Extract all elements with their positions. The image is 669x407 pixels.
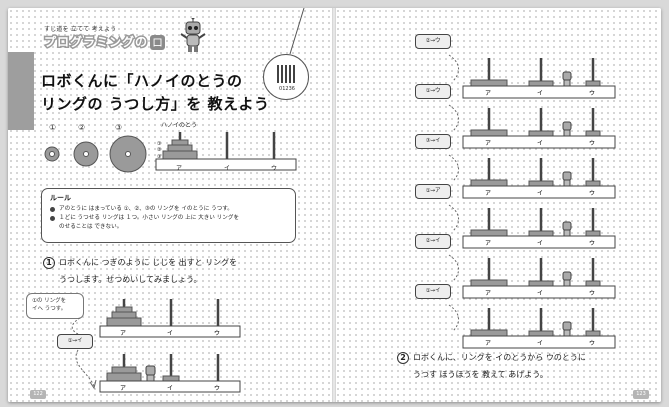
svg-text:ア: ア xyxy=(485,140,491,147)
svg-text:ア: ア xyxy=(120,385,126,392)
left-gray-bar xyxy=(8,52,34,130)
rules-heading: ルール xyxy=(50,194,71,202)
bubble-line1: ①の リングを xyxy=(32,298,67,304)
svg-text:ウ: ウ xyxy=(589,339,595,347)
question-2-line2: うつす ほうほうを 教えて あげよう。 xyxy=(413,370,548,379)
page-title: ロボくんに「ハノイのとうの リングの うつし方」を 教えよう xyxy=(41,70,269,116)
ring-label-2: ② xyxy=(78,123,86,132)
tower-state-figure: アイウ xyxy=(462,108,616,149)
question-2: 2 ロボくんに、リングを イのとうから ウのとうに うつす ほうほうを 教えて あ… xyxy=(397,349,586,383)
pole-label-u: ウ xyxy=(271,165,278,172)
ring-label-3: ③ xyxy=(115,123,123,132)
tower-state-figure: アイウ xyxy=(462,208,616,249)
title-line1: ロボくんに「ハノイのとうの xyxy=(41,72,243,90)
svg-text:ウ: ウ xyxy=(214,384,220,392)
series-mark: ロ xyxy=(150,35,166,50)
svg-text:イ: イ xyxy=(537,340,543,347)
qr-code-badge[interactable]: 01236 xyxy=(263,54,309,100)
book-spread: すじ道を 立てて 考えよう プログラミングのロ ロボくんに「ハノイのとうの リン… xyxy=(8,8,661,402)
ring-legend-figure xyxy=(44,135,147,173)
svg-text:②: ② xyxy=(157,147,162,153)
rule-item: アのとうに はまっている ①、②、③の リングを イのとうに うつす。 xyxy=(50,205,287,214)
question-1: 1 ロボくんに つぎのように じじを 出すと リングを うつします。せつめいしてみ… xyxy=(43,254,237,288)
right-flow-arrows xyxy=(448,54,459,332)
page-number-right: 123 xyxy=(633,390,649,399)
svg-text:ア: ア xyxy=(485,190,491,197)
tower-state-figure: アイウ xyxy=(462,58,616,99)
svg-text:ア: ア xyxy=(485,90,491,97)
step-button[interactable]: ②→イ xyxy=(415,234,451,249)
flow-arrow xyxy=(71,317,97,390)
rule-item-cont: のせることは できない。 xyxy=(59,224,123,230)
page-number-left: 122 xyxy=(30,390,46,399)
rule-item: １どに うつせる リングは １つ。小さい リングの 上に 大きい リングを xyxy=(50,214,287,223)
example-tower-before: アイウ xyxy=(99,299,241,338)
tower-state-figure: アイウ xyxy=(462,258,616,299)
question-2-number: 2 xyxy=(397,351,409,364)
svg-text:イ: イ xyxy=(537,90,543,97)
ring-label-1: ① xyxy=(49,123,57,132)
svg-text:ウ: ウ xyxy=(589,89,595,97)
pole-label-i: イ xyxy=(224,165,231,172)
svg-text:ウ: ウ xyxy=(214,329,220,337)
svg-text:ウ: ウ xyxy=(589,289,595,297)
svg-text:①: ① xyxy=(157,141,162,147)
step-button-example[interactable]: ①→イ xyxy=(57,334,93,349)
hint-bubble: ①の リングを イへ うつす。 xyxy=(26,293,84,319)
header-subtitle: すじ道を 立てて 考えよう xyxy=(44,26,117,33)
step-button[interactable]: ①→ア xyxy=(415,184,451,199)
tower-state-figure: アイウ xyxy=(462,308,616,349)
svg-text:ウ: ウ xyxy=(589,189,595,197)
book-gutter xyxy=(332,8,336,402)
svg-text:ウ: ウ xyxy=(589,239,595,247)
svg-text:イ: イ xyxy=(537,190,543,197)
svg-text:③: ③ xyxy=(157,154,161,160)
svg-text:ア: ア xyxy=(485,240,491,247)
title-line2: リングの うつし方」を 教えよう xyxy=(41,95,270,113)
series-title-text: プログラミングの xyxy=(42,34,149,51)
question-2-line1: ロボくんに、リングを イのとうから ウのとうに xyxy=(413,353,586,362)
svg-text:イ: イ xyxy=(537,290,543,297)
question-1-number: 1 xyxy=(43,256,55,269)
rules-box: ルール アのとうに はまっている ①、②、③の リングを イのとうに うつす。 … xyxy=(41,188,296,243)
step-button[interactable]: ①→イ xyxy=(415,284,451,299)
svg-text:イ: イ xyxy=(167,330,173,337)
robot-mascot-icon xyxy=(180,18,206,52)
svg-text:イ: イ xyxy=(167,385,173,392)
step-button[interactable]: ②→ウ xyxy=(415,34,451,49)
qr-pointer-line xyxy=(289,8,305,55)
example-tower-after: アイウ xyxy=(99,354,241,393)
qr-code-number: 01236 xyxy=(279,86,295,92)
pole-label-a: ア xyxy=(176,165,183,172)
svg-text:イ: イ xyxy=(537,240,543,247)
step-button[interactable]: ①→ウ xyxy=(415,84,451,99)
svg-text:イ: イ xyxy=(537,140,543,147)
step-button[interactable]: ③→イ xyxy=(415,134,451,149)
series-title: プログラミングのロ xyxy=(42,31,166,51)
qr-code-icon xyxy=(277,65,295,83)
tower-intro-figure: ①②③ xyxy=(155,132,297,171)
svg-text:ア: ア xyxy=(120,330,126,337)
tower-caption: ハノイのとう xyxy=(161,122,198,129)
svg-text:ア: ア xyxy=(485,340,491,347)
question-1-line1: ロボくんに つぎのように じじを 出すと リングを xyxy=(59,258,238,267)
question-1-line2: うつします。せつめいしてみましょう。 xyxy=(59,275,202,284)
svg-text:ウ: ウ xyxy=(589,139,595,147)
bubble-line2: イへ うつす。 xyxy=(32,306,67,312)
tower-state-figure: アイウ xyxy=(462,158,616,199)
svg-text:ア: ア xyxy=(485,290,491,297)
